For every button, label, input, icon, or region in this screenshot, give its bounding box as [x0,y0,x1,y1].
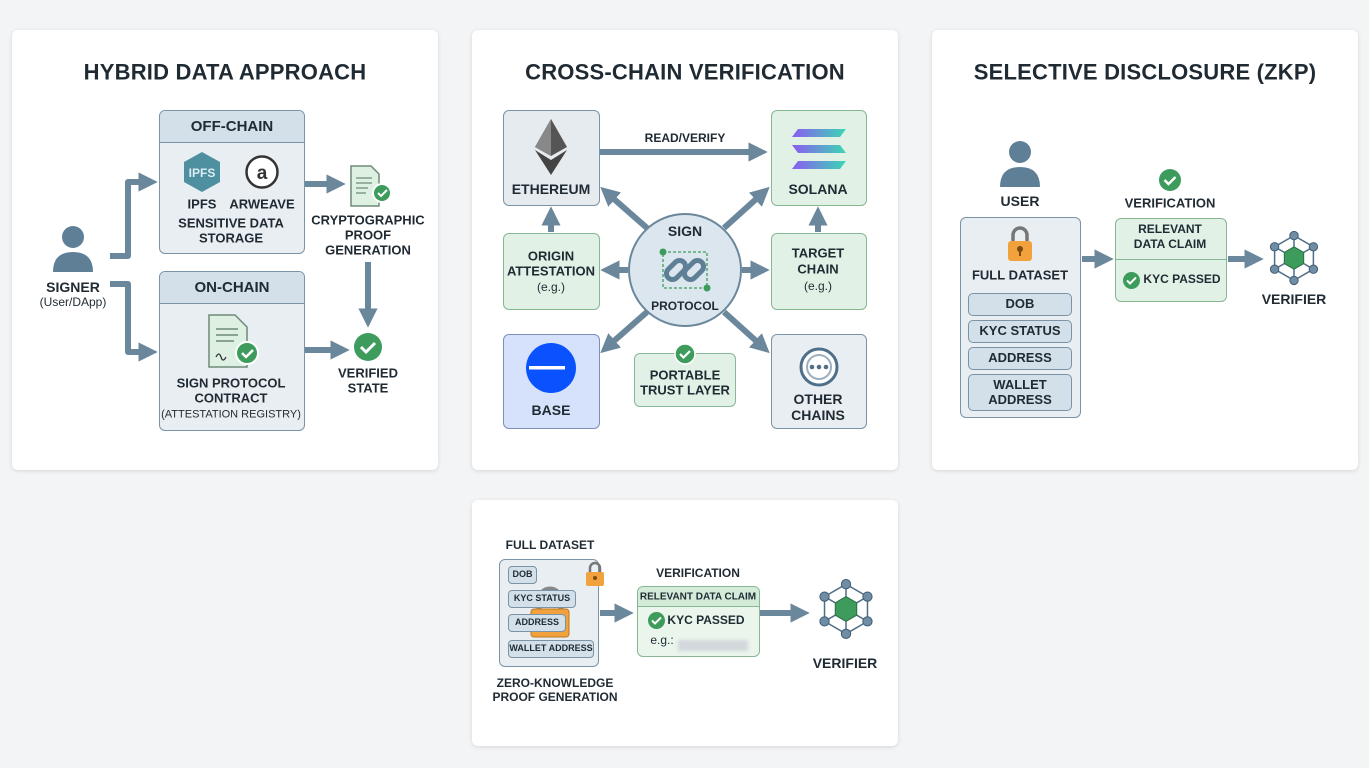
redacted-value [678,640,748,651]
target-label-3: (e.g.) [803,279,833,294]
target-label-2: CHAIN [797,261,839,277]
arrow-signer-onchain [110,281,158,362]
contract-label-3: (ATTESTATION REGISTRY) [161,408,301,421]
arrow-sign-ethereum [600,186,649,231]
lock-icon [1008,226,1032,261]
origin-label-3: (e.g.) [536,280,566,295]
arrow-signer-offchain [110,172,158,259]
other-label-1: OTHER [793,390,843,407]
zk-proof-label-2: PROOF GENERATION [492,690,618,705]
user-label: USER [1000,192,1040,209]
proof-document-icon [350,165,392,207]
verifier-network-icon [1269,230,1319,286]
zk-item-dob: DOB [508,566,537,584]
storage-label-1: SENSITIVE DATA [178,215,284,231]
sign-protocol-hub [628,213,742,327]
other-label-2: CHAINS [791,406,845,423]
arrow-sign-base [600,309,649,354]
verifier-label: VERIFIER [1261,290,1327,307]
onchain-header: ON-CHAIN [160,272,304,304]
small-lock-icon [586,561,604,586]
solana-box [771,110,867,206]
arweave-icon: a [245,155,279,189]
verified-label-1: VERIFIED [338,365,398,381]
proof-label-2: PROOF [344,227,392,243]
zk-item-kyc-status: KYC STATUS [508,590,576,608]
arweave-label: ARWEAVE [229,196,295,212]
zk-kyc-passed-label: KYC PASSED [667,613,745,628]
solana-label: SOLANA [788,180,848,197]
ethereum-icon [535,119,567,175]
base-label: BASE [531,401,571,418]
zk-verifier-label: VERIFIER [812,654,878,671]
origin-label-2: ATTESTATION [506,263,596,279]
protocol-label: PROTOCOL [651,299,719,314]
verified-label-2: STATE [347,380,389,396]
zk-kyc-check-icon [648,612,665,629]
signer-sub: (User/DApp) [39,295,107,310]
storage-label-2: STORAGE [198,230,264,246]
zk-verification-label: VERIFICATION [656,566,740,581]
zk-full-dataset-label: FULL DATASET [505,538,595,553]
ipfs-icon: IPFS [184,152,220,192]
zk-claim-label: RELEVANT DATA CLAIM [639,591,757,603]
origin-label-1: ORIGIN [527,248,575,264]
ethereum-label: ETHEREUM [511,180,591,197]
contract-label-1: SIGN PROTOCOL [176,375,286,391]
origin-attestation-box [503,233,600,310]
zk-verifier-network-icon [819,579,873,639]
kyc-check-icon [1123,272,1140,289]
arrow-sign-other [721,309,770,354]
proof-label-3: GENERATION [325,242,411,258]
base-icon [526,343,576,393]
solana-icon [792,129,846,169]
kyc-passed-label: KYC PASSED [1143,272,1221,287]
zk-example-label: e.g.: [650,633,674,648]
verification-check-icon [1159,169,1181,191]
crosschain-title: CROSS-CHAIN VERIFICATION [525,59,845,85]
sign-label: SIGN [667,222,703,239]
other-chains-icon [799,347,839,387]
target-chain-box [771,233,867,310]
proof-label-1: CRYPTOGRAPHIC [311,212,425,228]
ipfs-label: IPFS [187,196,217,212]
zk-item-wallet-address: WALLET ADDRESS [508,640,594,658]
hybrid-title: HYBRID DATA APPROACH [83,59,367,85]
zk-claim-header [638,587,759,607]
claim-label-2: DATA CLAIM [1133,237,1207,252]
offchain-header: OFF-CHAIN [160,111,304,143]
zkp-title: SELECTIVE DISCLOSURE (ZKP) [973,59,1317,85]
dataset-item-kyc-status: KYC STATUS [968,320,1072,343]
read-verify-label: READ/VERIFY [644,131,726,146]
signer-icon [53,226,93,272]
user-icon [1000,141,1040,187]
dataset-item-address: ADDRESS [968,347,1072,370]
dataset-item-wallet-address: WALLET ADDRESS [968,374,1072,411]
full-dataset-label: FULL DATASET [971,267,1069,283]
svg-text:IPFS: IPFS [189,166,216,180]
portable-label-1: PORTABLE [649,367,721,383]
dataset-item-dob: DOB [968,293,1072,316]
offchain-box: OFF-CHAIN [159,110,305,254]
portable-label-2: TRUST LAYER [640,382,730,398]
verified-check-icon [354,333,382,361]
claim-label-1: RELEVANT [1138,222,1202,237]
contract-document-icon [208,314,259,368]
zk-claim-box [637,586,760,657]
svg-text:a: a [257,163,268,184]
zk-proof-label-1: ZERO-KNOWLEDGE [496,676,614,691]
portable-check-icon [674,343,696,365]
claim-divider [1116,259,1226,260]
zk-item-address: ADDRESS [508,614,566,632]
contract-label-2: CONTRACT [194,390,268,406]
arrow-sign-solana [721,186,770,231]
verification-label: VERIFICATION [1124,195,1216,211]
target-label-1: TARGET [791,245,845,261]
signer-label: SIGNER [46,278,100,295]
